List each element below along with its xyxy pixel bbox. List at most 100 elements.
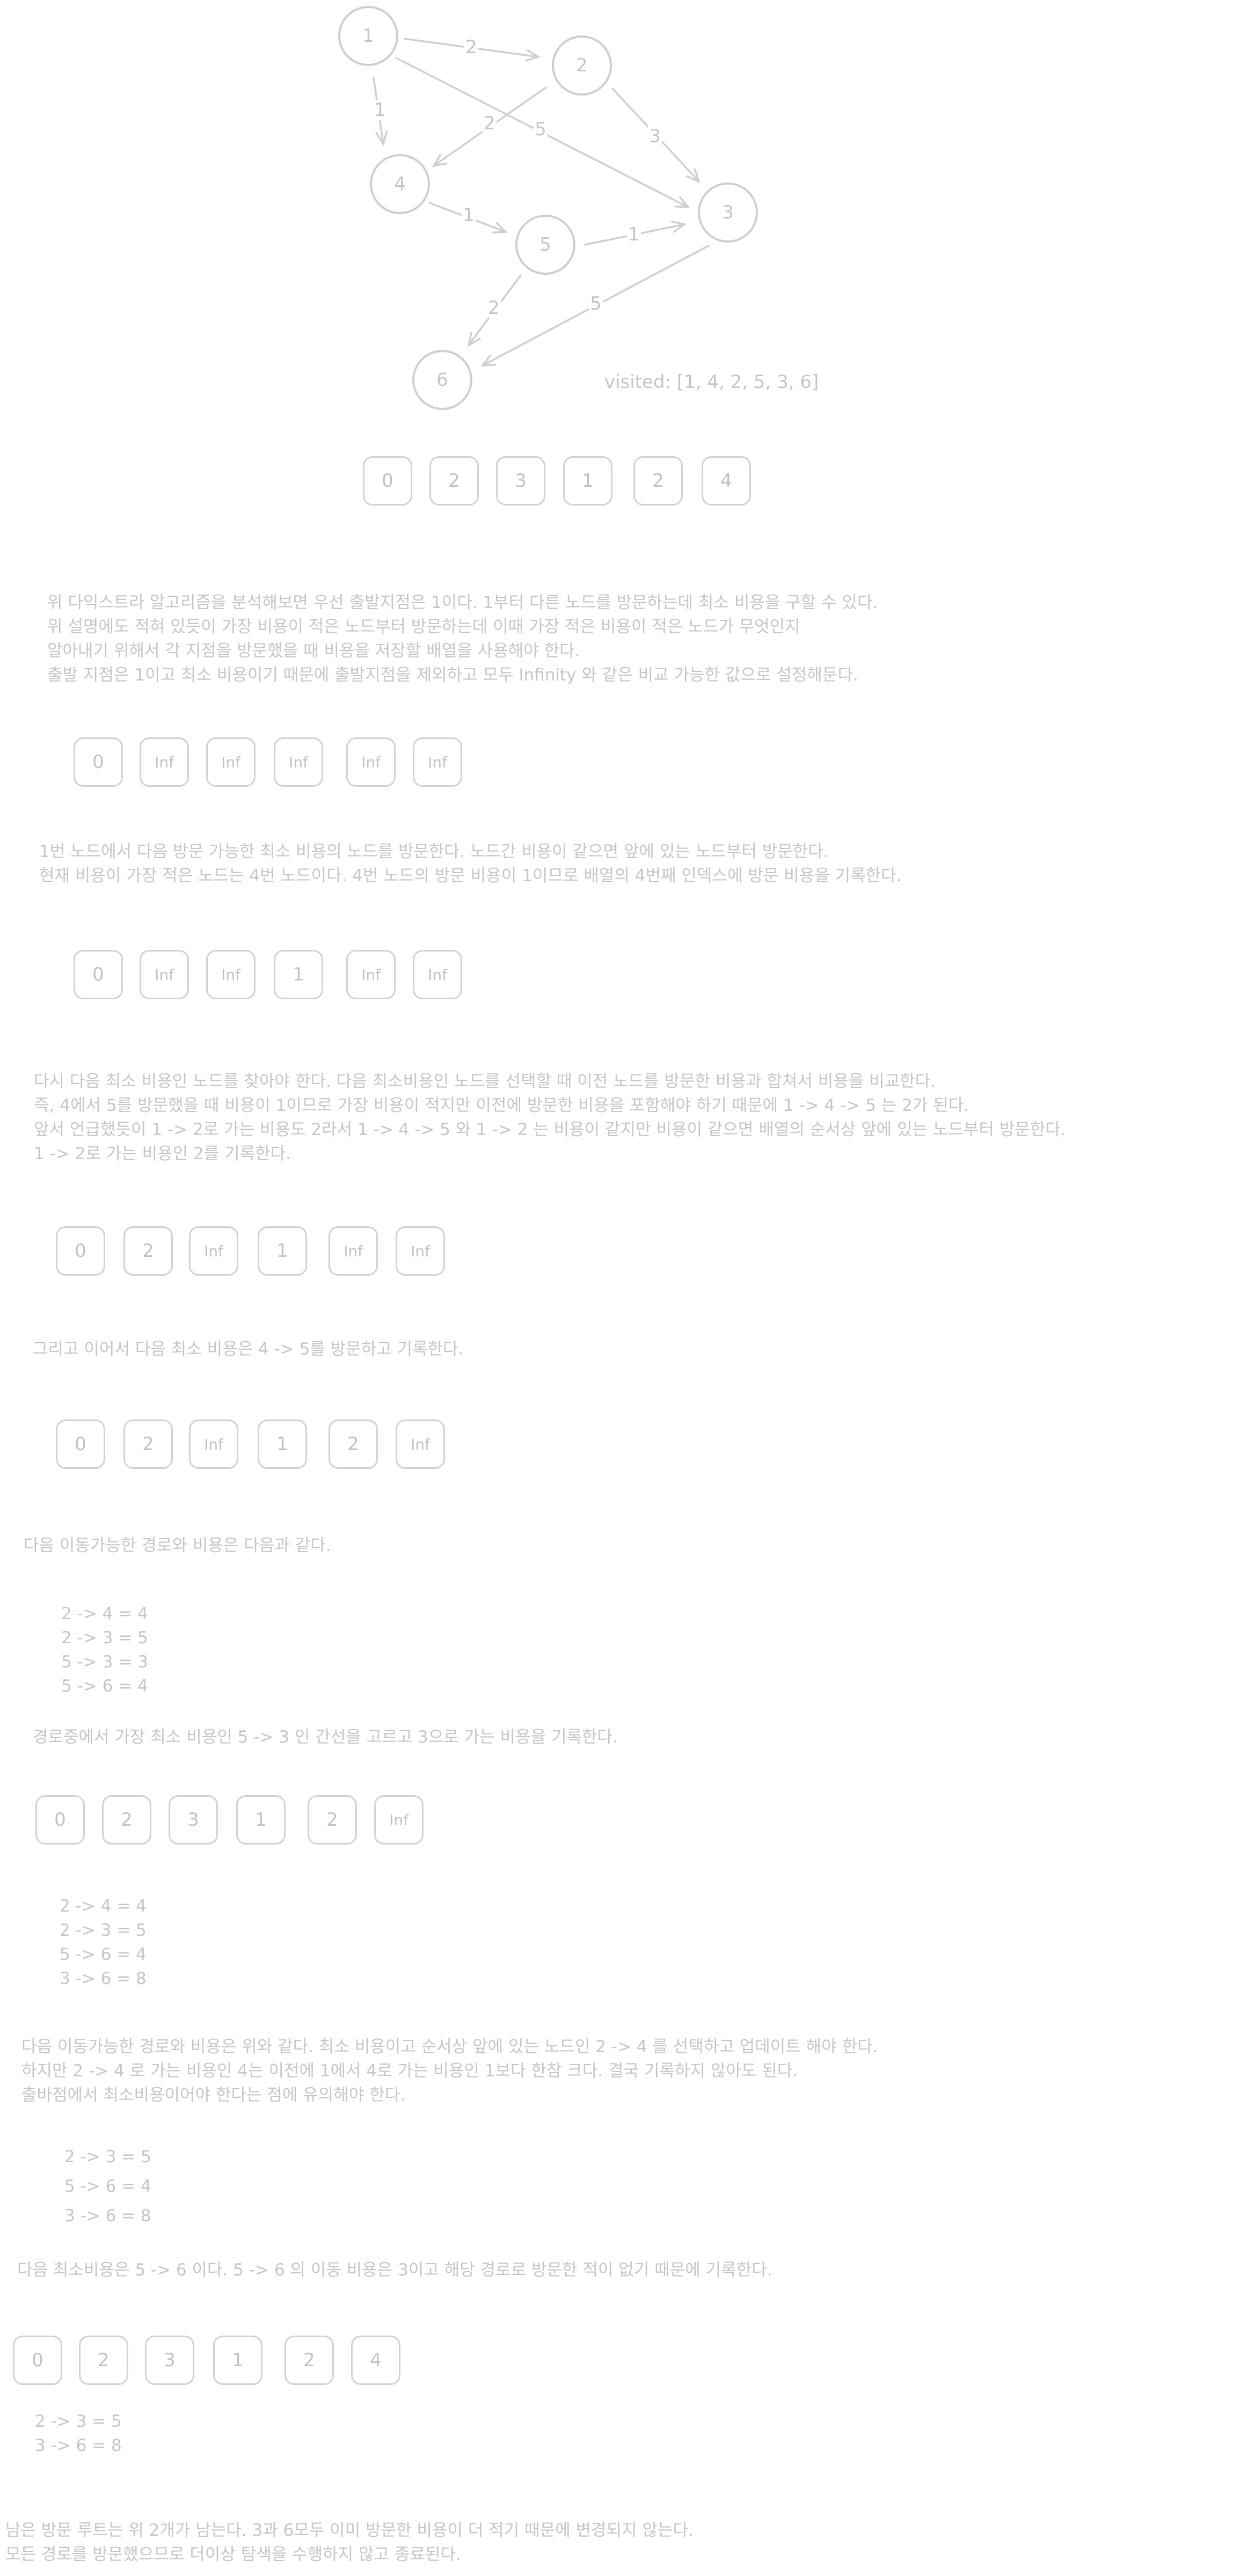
path-list-4: 2 -> 3 = 5 3 -> 6 = 8 — [35, 2410, 122, 2458]
text-line: 모든 경로를 방문했으므로 더이상 탐색을 수행하지 않고 종료된다. — [5, 2545, 461, 2564]
edge-weight: 2 — [465, 36, 477, 58]
text-line: 다음 이동가능한 경로와 비용은 위와 같다. 최소 비용이고 순서상 앞에 있… — [21, 2037, 878, 2057]
text-line: 5 -> 6 = 4 — [64, 2177, 151, 2196]
edge-2-to-4: 2 — [432, 86, 547, 167]
array-cell-3: 3 — [496, 456, 545, 506]
array-cell-3: Inf — [189, 1226, 238, 1276]
text-line: 위 설명에도 적혀 있듯이 가장 비용이 적은 노드부터 방문하는데 이때 가장… — [47, 617, 800, 636]
text-line: 3 -> 6 = 8 — [60, 1969, 147, 1988]
array-cell-2: 2 — [102, 1795, 151, 1845]
array-cell-6: Inf — [396, 1419, 445, 1469]
text-line: 3 -> 6 = 8 — [35, 2436, 122, 2455]
text-line: 출발 지점은 1이고 최소 비용이기 때문에 출발지점을 제외하고 모두 Inf… — [47, 665, 858, 685]
array-cell-6: Inf — [413, 950, 462, 999]
node-circle — [552, 35, 612, 96]
edge-weight-bg — [648, 126, 662, 147]
node-6: 6 — [412, 350, 472, 410]
arrowhead-icon — [674, 196, 690, 208]
array-cell-6: Inf — [396, 1226, 445, 1276]
step7-paragraph: 다음 최소비용은 5 -> 6 이다. 5 -> 6 의 이동 비용은 3이고 … — [17, 2258, 772, 2282]
edge-5-to-6: 2 — [467, 274, 522, 347]
array-cell-2: 2 — [123, 1419, 173, 1469]
array-cell-4: 1 — [563, 456, 612, 506]
text-line: 위 다익스트라 알고리즘을 분석해보면 우선 출발지점은 1이다. 1부터 다른… — [47, 593, 878, 612]
text-line: 2 -> 3 = 5 — [64, 2147, 151, 2167]
array-cell-3: Inf — [206, 737, 256, 787]
array-cell-1: 0 — [74, 737, 123, 787]
edge-2-to-3: 3 — [611, 87, 701, 184]
arrowhead-icon — [480, 354, 497, 367]
array-cell-5: Inf — [346, 950, 396, 999]
node-circle — [412, 350, 472, 410]
text-line: 3 -> 6 = 8 — [64, 2206, 151, 2226]
text-line: 2 -> 4 = 4 — [61, 1604, 148, 1623]
node-circle — [698, 182, 758, 243]
array-cell-3: Inf — [206, 950, 256, 999]
text-line: 5 -> 6 = 4 — [60, 1945, 147, 1964]
node-circle — [515, 215, 575, 275]
step5-paragraph: 경로중에서 가장 최소 비용인 5 -> 3 인 간선을 고르고 3으로 가는 … — [33, 1725, 618, 1750]
text-line: 2 -> 3 = 5 — [35, 2412, 122, 2431]
array-cell-3: Inf — [189, 1419, 238, 1469]
edge-weight-bg — [373, 100, 387, 120]
text-line: 앞서 언급했듯이 1 -> 2로 가는 비용도 2라서 1 -> 4 -> 5 … — [34, 1120, 1066, 1139]
arrowhead-icon — [670, 221, 687, 233]
array-cell-3: 3 — [145, 2336, 194, 2385]
node-label: 3 — [722, 202, 734, 223]
text-line: 경로중에서 가장 최소 비용인 5 -> 3 인 간선을 고르고 3으로 가는 … — [33, 1728, 618, 1747]
array-cell-4: 1 — [274, 950, 323, 999]
edge-1-to-2: 2 — [403, 36, 541, 62]
visited-order-label: visited: [1, 4, 2, 5, 3, 6] — [604, 371, 819, 393]
arrowhead-icon — [686, 168, 701, 184]
array-cell-5: Inf — [329, 1226, 378, 1276]
array-cell-3: 3 — [169, 1795, 218, 1845]
array-cell-2: Inf — [140, 737, 189, 787]
text-line: 2 -> 3 = 5 — [60, 1921, 147, 1940]
edge-weight: 1 — [628, 224, 640, 245]
text-line: 2 -> 4 = 4 — [60, 1897, 147, 1916]
node-1: 1 — [338, 6, 398, 66]
text-line: 다음 이동가능한 경로와 비용은 다음과 같다. — [24, 1536, 331, 1555]
array-cell-6: 4 — [351, 2336, 400, 2385]
array-cell-1: 0 — [56, 1419, 105, 1469]
array-cell-1: 0 — [363, 456, 412, 506]
array-cell-2: 2 — [79, 2336, 128, 2385]
edge-weight-bg — [534, 119, 548, 140]
node-circle — [370, 154, 430, 214]
array-cell-2: 2 — [123, 1226, 173, 1276]
edge-weight: 5 — [590, 293, 602, 314]
edge-3-to-6: 5 — [480, 245, 710, 367]
edge-weight-bg — [487, 298, 501, 318]
array-cell-2: Inf — [140, 950, 189, 999]
node-3: 3 — [698, 182, 758, 243]
edge-weight: 2 — [484, 113, 495, 134]
edge-1-to-4: 1 — [373, 77, 388, 147]
array-cell-4: 1 — [258, 1419, 307, 1469]
text-line: 하지만 2 -> 4 로 가는 비용인 4는 이전에 1에서 4로 가는 비용인… — [21, 2061, 798, 2081]
array-cell-1: 0 — [13, 2336, 62, 2385]
path-list-3: 2 -> 3 = 5 5 -> 6 = 4 3 -> 6 = 8 — [64, 2142, 151, 2231]
arrowhead-icon — [467, 331, 481, 347]
node-label: 5 — [539, 234, 551, 255]
edge-weight-bg — [483, 113, 497, 134]
node-label: 1 — [362, 25, 374, 47]
text-line: 그리고 이어서 다음 최소 비용은 4 -> 5를 방문하고 기록한다. — [33, 1340, 464, 1359]
edge-weight-bg — [462, 205, 476, 225]
array-cell-5: 2 — [633, 456, 683, 506]
text-line: 출바점에서 최소비용이어야 한다는 점에 유의해야 한다. — [21, 2085, 406, 2105]
node-2: 2 — [552, 35, 612, 96]
node-4: 4 — [370, 154, 430, 214]
edge-weight-bg — [627, 224, 641, 245]
conclusion-paragraph: 남은 방문 루트는 위 2개가 남는다. 3과 6모두 이미 방문한 비용이 더… — [5, 2519, 694, 2567]
edge-weight: 1 — [374, 99, 386, 121]
array-cell-5: Inf — [346, 737, 396, 787]
step3-paragraph: 그리고 이어서 다음 최소 비용은 4 -> 5를 방문하고 기록한다. — [33, 1337, 464, 1362]
text-line: 알아내기 위해서 각 지점을 방문했을 때 비용을 저장할 배열을 사용해야 한… — [47, 641, 580, 661]
step4-paragraph: 다음 이동가능한 경로와 비용은 다음과 같다. — [24, 1534, 331, 1558]
array-cell-1: 0 — [35, 1795, 85, 1845]
array-cell-4: 1 — [258, 1226, 307, 1276]
